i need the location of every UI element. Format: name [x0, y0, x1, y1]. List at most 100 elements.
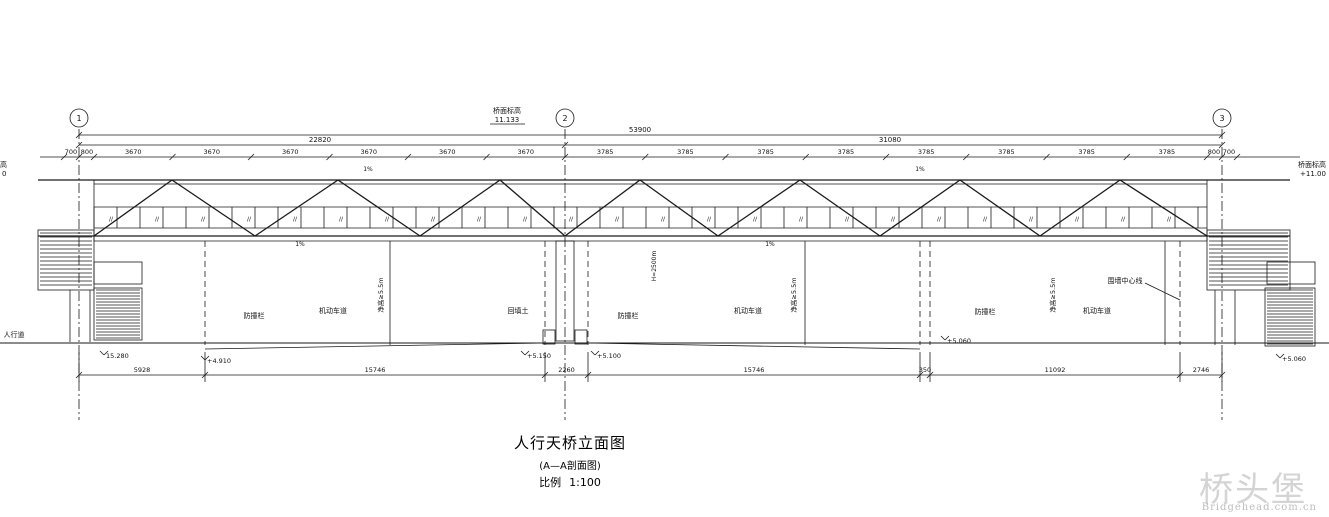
truss-diagonal: [419, 179, 501, 237]
dim-tick: [1203, 153, 1211, 161]
dim-tick: [169, 153, 176, 161]
bottom-dim-2: 15746: [365, 366, 386, 374]
panel-hatch: ∕∕: [707, 216, 712, 223]
bottom-dim-3: 2260: [558, 366, 575, 374]
dim-left-edge-2: 800: [81, 148, 93, 156]
dim-tick: [1218, 131, 1226, 139]
elevation-mark: [204, 355, 210, 361]
dim-tick: [75, 141, 83, 149]
panel-hatch: ∕∕: [983, 216, 988, 223]
wall-centerline-leader: [1144, 282, 1181, 301]
elevation-mark: [590, 350, 596, 356]
deck-elevation-right-value: +11.00: [1300, 170, 1326, 178]
dim-tick: [561, 153, 569, 161]
truss-diagonal: [1039, 179, 1121, 237]
axis-label-3: 3: [1219, 114, 1224, 123]
ground-elevation-2: +4.910: [207, 357, 231, 365]
panel-hatch: ∕∕: [477, 216, 482, 223]
axis-label-2: 2: [562, 114, 567, 123]
dim-left-bay-1: 3670: [125, 148, 142, 156]
truss-diagonal: [171, 179, 256, 237]
elevation-mark: [1275, 353, 1281, 359]
dim-tick: [75, 153, 83, 161]
elevation-mark: [1279, 353, 1285, 359]
axis-label-1: 1: [76, 114, 81, 123]
backfill-label: 回填土: [508, 306, 529, 315]
scale-label: 比例: [539, 476, 562, 489]
clearance-label-3: 净高≥5.5m: [1048, 277, 1057, 312]
ground-elevation-6: +5.060: [1282, 355, 1306, 363]
right-stair-flight: [1264, 287, 1316, 347]
dim-left-bay-6: 3670: [517, 148, 534, 156]
truss-diagonal: [879, 179, 961, 237]
dim-tick: [326, 153, 333, 161]
truss-diagonal: [1119, 179, 1208, 237]
pier-footing-left: [542, 329, 556, 345]
panel-hatch: ∕∕: [569, 216, 574, 223]
dim-right-edge-1: 800: [1208, 148, 1220, 156]
slope-left-bottom: 1%: [295, 241, 305, 248]
dim-tick: [483, 153, 490, 161]
dim-left-edge-1: 700: [65, 148, 77, 156]
dim-tick: [802, 153, 810, 161]
dim-tick: [1233, 153, 1241, 161]
middle-pier: [555, 240, 575, 342]
elevation-mark: [944, 335, 950, 341]
wall-centerline-label: 围墙中心线: [1108, 276, 1143, 285]
panel-hatch: ∕∕: [615, 216, 620, 223]
panel-hatch: ∕∕: [1167, 216, 1172, 223]
elevation-mark: [940, 335, 946, 341]
panel-hatch: ∕∕: [1121, 216, 1126, 223]
ground-elevation-4: +5.100: [597, 352, 621, 360]
dim-tick: [1043, 153, 1050, 161]
right-stair-block: [1206, 229, 1291, 291]
bottom-dim-5: 350: [919, 366, 931, 374]
elevation-mark: [200, 355, 206, 361]
panel-hatch: ∕∕: [845, 216, 850, 223]
dim-tick: [962, 153, 970, 161]
lane-label-1: 机动车道: [319, 306, 347, 315]
dim-right-bay-3: 3785: [757, 148, 774, 156]
truss-diagonal: [639, 179, 719, 237]
lane-label-3: 机动车道: [1083, 306, 1111, 315]
panel-hatch: ∕∕: [891, 216, 896, 223]
panel-hatch: ∕∕: [1075, 216, 1080, 223]
right-elevator-cab: [1266, 261, 1316, 285]
bottom-dim-1: 5928: [134, 366, 151, 374]
watermark-site: Bridgehead.com.cn: [1201, 502, 1317, 513]
ground-elevation-5: +5.060: [947, 337, 971, 345]
dim-left-bay-4: 3670: [360, 148, 377, 156]
deck-elevation-left-label: 高: [0, 160, 7, 169]
panel-hatch: ∕∕: [431, 216, 436, 223]
dim-right-bay-2: 3785: [677, 148, 694, 156]
truss-diagonal: [959, 179, 1041, 237]
dim-right-bay-1: 3785: [597, 148, 614, 156]
barrier-label-1: 防撞栏: [244, 311, 265, 320]
truss-diagonal: [93, 179, 173, 237]
dim-tick: [1218, 153, 1226, 161]
dim-right-bay-5: 3785: [918, 148, 935, 156]
panel-hatch: ∕∕: [339, 216, 344, 223]
sidewalk-label: 人行道: [4, 330, 25, 339]
deck-elevation-right-label: 桥面标高: [1298, 160, 1326, 169]
dim-tick: [1123, 153, 1131, 161]
deck-elevation-center: 11.133: [495, 116, 520, 124]
elevation-mark: [520, 350, 526, 356]
dim-tick: [882, 153, 890, 161]
slope-right-bottom: 1%: [765, 241, 775, 248]
bottom-dim-4: 15746: [744, 366, 765, 374]
dim-tick: [404, 153, 412, 161]
panel-hatch: ∕∕: [937, 216, 942, 223]
ground-elevation-1: 15.280: [106, 352, 129, 360]
panel-hatch: ∕∕: [385, 216, 390, 223]
elevation-mark: [103, 350, 109, 356]
elevation-mark: [524, 350, 530, 356]
road-surface: [204, 342, 546, 350]
left-elevator-cab: [93, 261, 143, 285]
panel-hatch: ∕∕: [523, 216, 528, 223]
dim-left-bay-5: 3670: [439, 148, 456, 156]
dim-tick: [247, 153, 255, 161]
slope-left-top: 1%: [363, 166, 373, 173]
panel-hatch: ∕∕: [293, 216, 298, 223]
